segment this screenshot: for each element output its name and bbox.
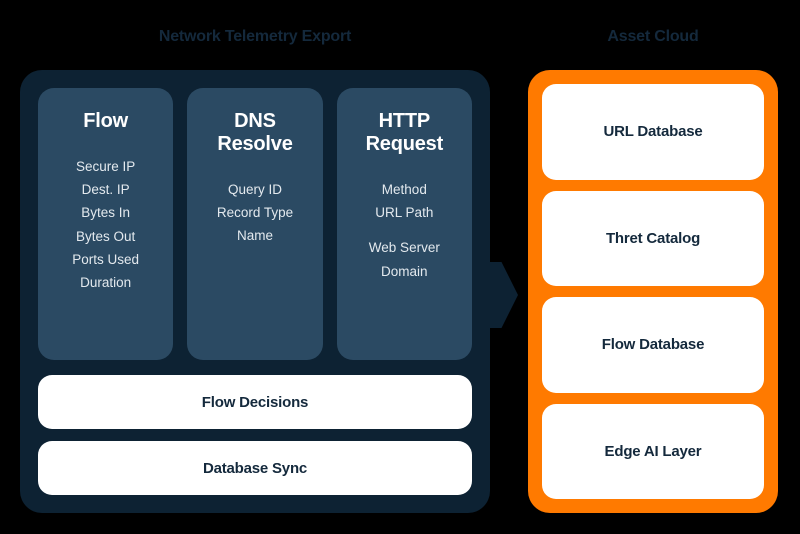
protocol-field-list: Secure IP Dest. IP Bytes In Bytes Out Po… [48, 155, 163, 294]
protocol-field: Name [236, 228, 273, 244]
action-bar-list: Flow Decisions Database Sync [38, 375, 472, 495]
protocol-field: Bytes In [81, 205, 131, 221]
protocol-field: Ports Used [72, 251, 140, 267]
action-bar-database-sync[interactable]: Database Sync [38, 441, 472, 495]
asset-card-thret-catalog[interactable]: Thret Catalog [542, 190, 764, 286]
protocol-card-row: Flow Secure IP Dest. IP Bytes In Bytes O… [38, 88, 472, 360]
asset-cloud-section-title: Asset Cloud [607, 28, 699, 45]
asset-card-flow-database[interactable]: Flow Database [542, 297, 764, 393]
protocol-field: Duration [80, 275, 132, 291]
protocol-field: Method [381, 182, 427, 197]
asset-cloud-panel: URL Database Thret Catalog Flow Database… [528, 70, 778, 513]
protocol-card-title: Flow [83, 110, 129, 132]
protocol-field: Bytes Out [76, 228, 136, 244]
field-spacer [347, 224, 462, 236]
protocol-card-http-request[interactable]: HTTP Request Method URL Path Web Server … [336, 88, 472, 360]
protocol-card-dns-resolve[interactable]: DNS Resolve Query ID Record Type Name [187, 88, 323, 360]
protocol-card-title: HTTP Request [365, 110, 444, 155]
protocol-field: Secure IP [76, 159, 136, 174]
protocol-field: Domain [381, 263, 428, 279]
protocol-field: Dest. IP [81, 182, 130, 198]
asset-card-edge-ai-layer[interactable]: Edge AI Layer [542, 403, 764, 499]
protocol-field: URL Path [375, 205, 434, 221]
protocol-field-list: Query ID Record Type Name [197, 178, 312, 248]
protocol-field: Query ID [227, 182, 282, 197]
action-bar-flow-decisions[interactable]: Flow Decisions [38, 375, 472, 429]
telemetry-panel: Flow Secure IP Dest. IP Bytes In Bytes O… [20, 70, 490, 513]
protocol-card-title: DNS Resolve [217, 110, 293, 155]
telemetry-section-title: Network Telemetry Export [158, 28, 352, 45]
protocol-field-list: Method URL Path Web Server Domain [347, 178, 462, 283]
protocol-field: Web Server [368, 240, 440, 256]
asset-card-url-database[interactable]: URL Database [542, 84, 764, 180]
flow-arrow-icon [488, 262, 518, 328]
protocol-card-flow[interactable]: Flow Secure IP Dest. IP Bytes In Bytes O… [38, 88, 174, 360]
protocol-field: Record Type [216, 205, 294, 221]
